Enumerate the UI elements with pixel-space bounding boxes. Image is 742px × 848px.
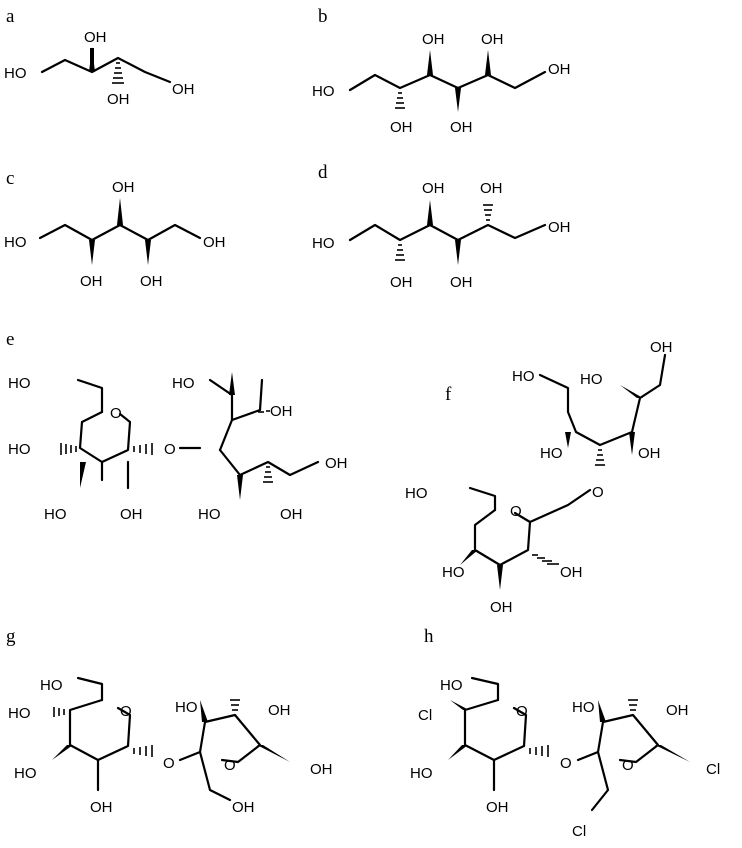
- panel-label-g: g: [6, 626, 16, 647]
- atom-glycosidic-o: O: [592, 484, 604, 501]
- atom-ho: HO: [8, 375, 31, 392]
- atom-oh: OH: [390, 274, 413, 291]
- atom-oh: OH: [120, 506, 143, 523]
- panel-f: f HO OH HO HO OH O HO O HO OH OH: [405, 339, 673, 616]
- atom-ho: HO: [44, 506, 67, 523]
- panel-label-b: b: [318, 6, 328, 27]
- atom-ho: HO: [572, 699, 595, 716]
- panel-b: b HO OH OH OH OH OH: [312, 6, 571, 136]
- atom-oh: OH: [650, 339, 673, 356]
- panel-label-d: d: [318, 162, 328, 183]
- atom-oh: OH: [325, 455, 348, 472]
- atom-oh: OH: [112, 179, 135, 196]
- atom-cl: Cl: [418, 707, 432, 724]
- atom-glycosidic-o: O: [560, 755, 572, 772]
- atom-oh: OH: [90, 799, 113, 816]
- panel-label-a: a: [6, 6, 15, 27]
- panel-c: c HO OH OH OH OH: [4, 168, 226, 290]
- atom-oh: OH: [107, 91, 130, 108]
- atom-cl: Cl: [572, 823, 586, 840]
- atom-ring-o: O: [110, 405, 122, 422]
- atom-ring-o: O: [510, 503, 522, 520]
- atom-oh: OH: [481, 31, 504, 48]
- atom-oh: OH: [140, 273, 163, 290]
- panel-label-c: c: [6, 168, 14, 189]
- atom-glycosidic-o: O: [164, 441, 176, 458]
- atom-ho: HO: [580, 371, 603, 388]
- atom-glycosidic-o: O: [163, 755, 175, 772]
- panel-label-f: f: [445, 384, 452, 405]
- atom-oh: OH: [560, 564, 583, 581]
- atom-oh: OH: [390, 119, 413, 136]
- atom-ho: HO: [440, 677, 463, 694]
- atom-ho: HO: [40, 677, 63, 694]
- atom-ho: HO: [198, 506, 221, 523]
- atom-oh: OH: [268, 702, 291, 719]
- atom-ho: HO: [442, 564, 465, 581]
- atom-ho: HO: [312, 235, 335, 252]
- panel-a: a HO OH OH OH: [4, 6, 195, 108]
- atom-oh: OH: [203, 234, 226, 251]
- atom-oh: OH: [450, 274, 473, 291]
- atom-ho: HO: [410, 765, 433, 782]
- atom-oh: OH: [490, 599, 513, 616]
- atom-ring-o: O: [224, 757, 236, 774]
- atom-oh: OH: [480, 180, 503, 197]
- atom-oh: OH: [80, 273, 103, 290]
- atom-oh: OH: [84, 29, 107, 46]
- atom-ho: HO: [8, 705, 31, 722]
- atom-oh: OH: [270, 403, 293, 420]
- atom-oh: OH: [666, 702, 689, 719]
- atom-oh: OH: [548, 61, 571, 78]
- atom-ho: HO: [312, 83, 335, 100]
- panel-e: e HO O HO HO OH: [6, 329, 348, 523]
- atom-ho: HO: [405, 485, 428, 502]
- panel-h: h HO O Cl HO OH O HO OH O Cl Cl: [410, 626, 720, 840]
- atom-ho: HO: [540, 445, 563, 462]
- atom-ho: HO: [512, 368, 535, 385]
- atom-ho: HO: [172, 375, 195, 392]
- panel-label-e: e: [6, 329, 14, 350]
- atom-cl: Cl: [706, 761, 720, 778]
- atom-ring-o: O: [120, 703, 132, 720]
- atom-oh: OH: [450, 119, 473, 136]
- atom-oh: OH: [232, 799, 255, 816]
- atom-ho: HO: [14, 765, 37, 782]
- panel-g: g HO O HO HO OH O HO OH O OH OH: [6, 626, 333, 816]
- atom-oh: OH: [422, 180, 445, 197]
- atom-oh: OH: [422, 31, 445, 48]
- atom-ho: HO: [175, 699, 198, 716]
- atom-ho: HO: [4, 65, 27, 82]
- atom-ho: HO: [4, 234, 27, 251]
- panel-d: d HO OH OH OH OH OH: [312, 162, 571, 291]
- atom-oh: OH: [638, 445, 661, 462]
- atom-oh: OH: [548, 219, 571, 236]
- atom-ho: HO: [8, 441, 31, 458]
- atom-oh: OH: [310, 761, 333, 778]
- atom-ring-o: O: [516, 703, 528, 720]
- panel-label-h: h: [424, 626, 434, 647]
- atom-ring-o: O: [622, 757, 634, 774]
- atom-oh: OH: [486, 799, 509, 816]
- atom-oh: OH: [172, 81, 195, 98]
- atom-oh: OH: [280, 506, 303, 523]
